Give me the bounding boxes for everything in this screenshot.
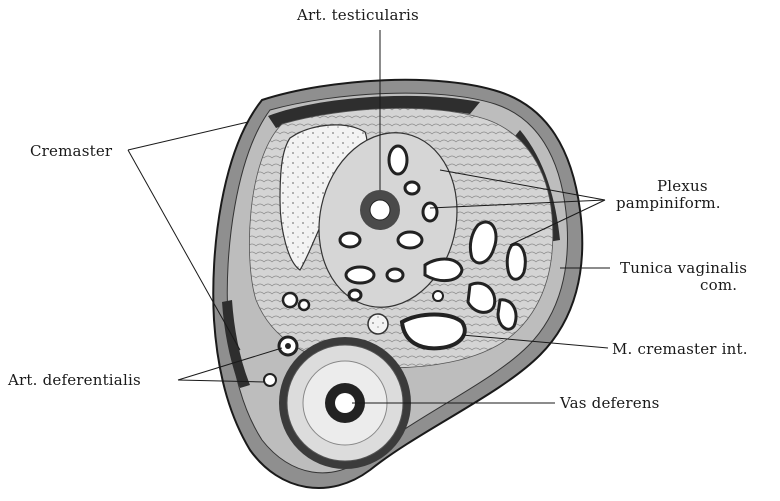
label-art-testicularis: Art. testicularis [297,7,419,24]
label-tunica-vaginalis: Tunica vaginalis [620,260,747,277]
art-deferentialis-lumen [285,343,291,349]
label-tunica-com: com. [700,277,737,294]
small-nerve [368,314,388,334]
label-vas-deferens: Vas deferens [560,395,660,412]
label-pampiniform: pampiniform. [616,195,721,212]
label-plexus: Plexus [657,178,708,195]
cremaster-int-vessel [402,315,465,349]
art-testicularis-lumen [370,200,390,220]
label-art-deferentialis: Art. deferentialis [8,372,141,389]
small-vessel [433,291,443,301]
art-deferentialis-branch [264,374,276,386]
label-m-cremaster-int: M. cremaster int. [612,341,748,358]
label-cremaster: Cremaster [30,143,112,160]
